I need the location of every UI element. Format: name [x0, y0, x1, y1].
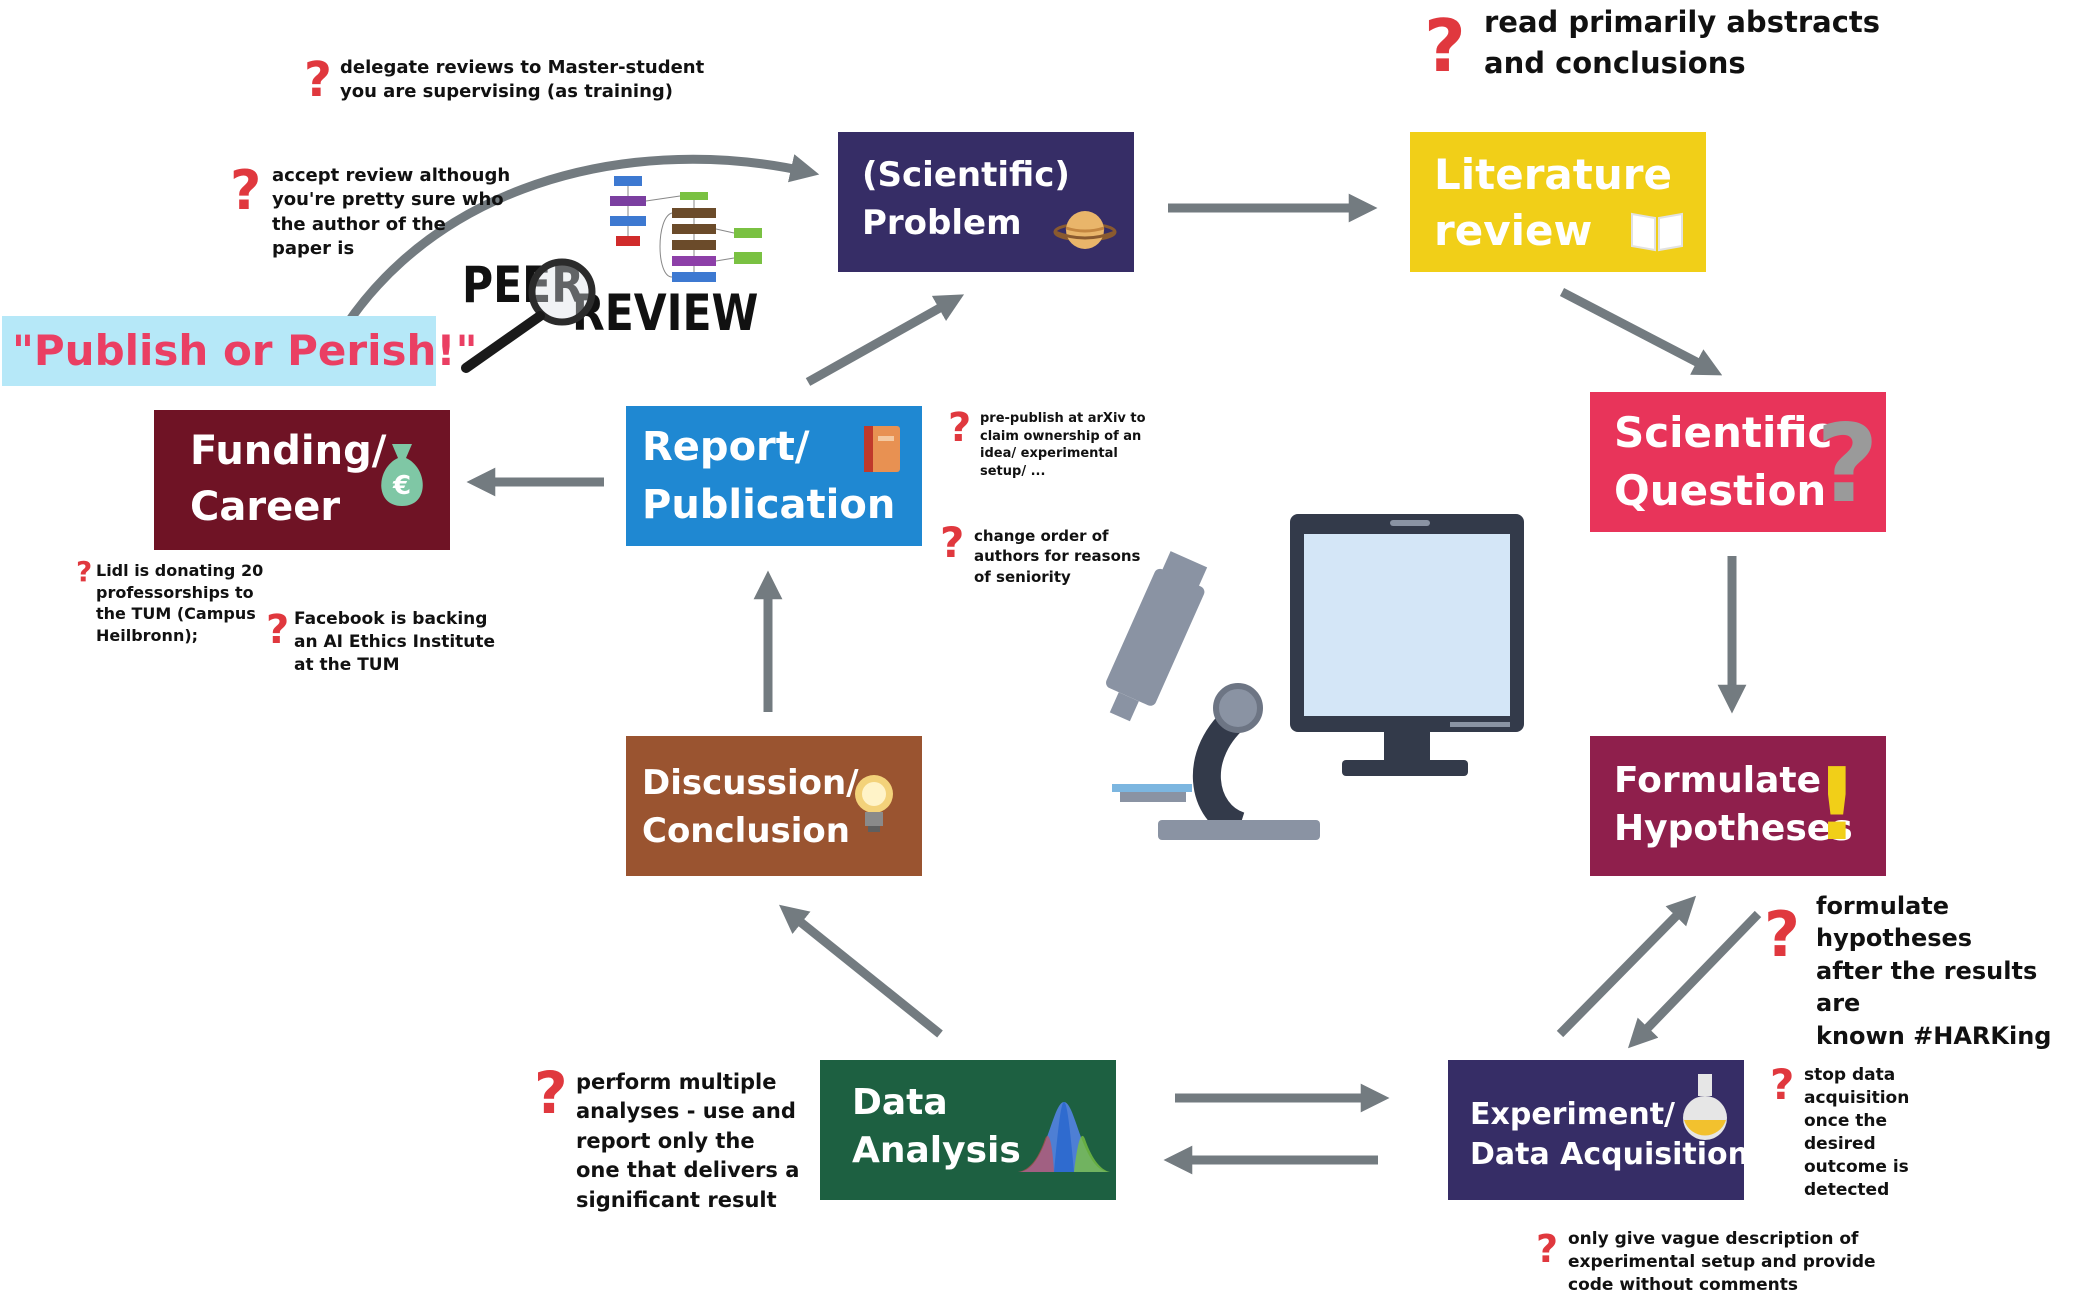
question-mark-icon: ? [940, 518, 965, 567]
note-lidl: Lidl is donating 20 professorships to th… [96, 561, 264, 645]
arrow-review-curve [311, 154, 820, 382]
box-label-line1: Experiment/ [1470, 1097, 1676, 1132]
box-report-publication: Report/ Publication [626, 406, 922, 546]
question-mark-icon: ? [1424, 4, 1466, 88]
exclamation-icon: ! [1814, 746, 1860, 863]
note-vague-description: only give vague description of experimen… [1568, 1229, 1876, 1295]
box-discussion-conclusion: Discussion/ Conclusion [626, 736, 922, 876]
box-label-line2: Analysis [852, 1130, 1021, 1171]
box-label-line1: Scientific [1614, 408, 1833, 457]
box-label-line1: (Scientific) [862, 155, 1070, 195]
box-label-line1: Formulate [1614, 760, 1822, 801]
arrow-analysis-to-discussion [779, 904, 943, 1038]
question-mark-icon: ? [1816, 402, 1879, 527]
note-author-order: change order of authors for reasons of s… [974, 527, 1141, 586]
box-scientific-problem: (Scientific) Problem [838, 132, 1134, 272]
peer-text: PEER [462, 256, 584, 314]
box-label-line2: Problem [862, 203, 1022, 243]
microscope-monitor-illustration [1106, 514, 1524, 840]
arrow-experiment-to-hypotheses [1556, 895, 1697, 1038]
open-book-icon [1631, 212, 1683, 252]
monitor-icon [1290, 514, 1524, 776]
question-mark-icon: ? [230, 159, 262, 222]
box-label-line2: Hypotheses [1614, 808, 1853, 849]
flowchart-icon [610, 176, 762, 282]
box-label-line1: Discussion/ [642, 763, 859, 803]
box-literature-review: Literature review [1410, 132, 1706, 272]
magnifier-icon [461, 258, 596, 373]
note-accept-review: accept review although you're pretty sur… [272, 165, 511, 259]
bell-curve-icon [1018, 1102, 1110, 1172]
box-label-line2: Question [1614, 466, 1827, 515]
flask-icon [1683, 1074, 1727, 1140]
arrow-hypotheses-to-experiment [1627, 910, 1762, 1049]
note-delegate: delegate reviews to Master-student you a… [340, 57, 705, 103]
question-mark-icon: ? [1764, 898, 1800, 971]
arrow-report-to-problem [805, 294, 965, 386]
question-mark-icon: ? [304, 52, 332, 108]
note-harking: formulate hypotheses after the results a… [1816, 892, 2052, 1050]
box-funding-career: Funding/ Career € [154, 410, 450, 550]
note-abstracts: read primarily abstracts and conclusions [1484, 5, 1881, 81]
box-scientific-question: Scientific Question ? [1590, 392, 1886, 532]
question-mark-icon: ? [948, 405, 972, 451]
question-mark-icon: ? [1536, 1227, 1559, 1271]
question-mark-icon: ? [266, 607, 290, 653]
box-label-line2: Publication [642, 482, 896, 528]
euro-sign: € [392, 471, 411, 501]
question-mark-icon: ? [534, 1059, 568, 1127]
note-multiple-analyses: perform multiple analyses - use and repo… [576, 1070, 800, 1212]
box-label-line2: Conclusion [642, 811, 850, 851]
note-facebook: Facebook is backing an AI Ethics Institu… [294, 609, 496, 675]
lightbulb-icon [855, 775, 893, 832]
planet-icon [1053, 211, 1117, 249]
box-label-line1: Report/ [642, 424, 810, 470]
money-bag-icon: € [381, 444, 423, 506]
microscope-icon [1106, 551, 1320, 840]
box-formulate-hypotheses: Formulate Hypotheses ! [1590, 736, 1886, 876]
note-stop-acquisition: stop data acquisition once the desired o… [1804, 1065, 1910, 1200]
note-prepublish: pre-publish at arXiv to claim ownership … [980, 411, 1146, 479]
box-label-line1: Literature [1434, 150, 1672, 199]
question-mark-icon: ? [1770, 1060, 1795, 1109]
publish-or-perish-banner: "Publish or Perish!" [2, 316, 477, 386]
box-label-line2: Career [190, 484, 341, 530]
review-text: REVIEW [572, 284, 759, 342]
box-data-analysis: Data Analysis [820, 1060, 1116, 1200]
box-label-line1: Data [852, 1082, 948, 1123]
box-label-line2: Data Acquisition [1470, 1137, 1750, 1172]
question-mark-icon: ? [76, 555, 93, 588]
box-label-line2: review [1434, 206, 1593, 255]
box-label-line1: Funding/ [190, 428, 387, 474]
notebook-icon [864, 426, 900, 472]
box-experiment-data-acquisition: Experiment/ Data Acquisition [1448, 1060, 1749, 1200]
arrow-literature-to-question [1559, 288, 1723, 376]
